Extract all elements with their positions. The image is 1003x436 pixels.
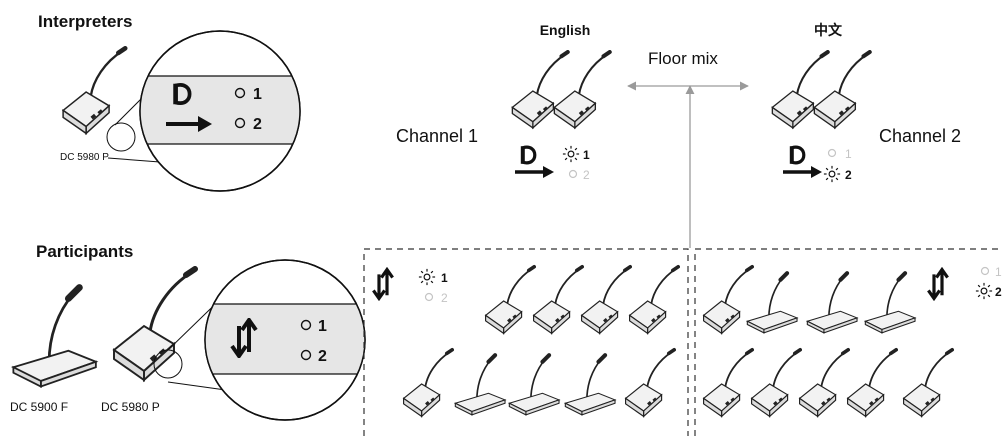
channel-1-label: Channel 1 (396, 126, 478, 146)
led-unlit-icon (568, 169, 578, 179)
booth-left-active-channel: 1 (583, 148, 590, 162)
desk-unit-icon (401, 347, 454, 419)
channel-2-label: Channel 2 (879, 126, 961, 146)
participant-group-left (363, 248, 689, 436)
desk-unit-icon (701, 347, 754, 419)
led-unlit-icon (980, 266, 990, 276)
flat-unit-icon (509, 355, 559, 415)
desk-unit-icon (901, 347, 954, 419)
flat-unit-icon (747, 273, 797, 333)
participants-heading: Participants (36, 242, 133, 261)
interpreter-channel-2: 2 (253, 116, 262, 133)
led-indicator-icon (234, 87, 246, 99)
channel-swap-icon (926, 267, 950, 301)
booth-left-inactive-channel: 2 (583, 168, 590, 182)
desk-unit-icon (579, 264, 632, 336)
flat-unit-icon (455, 355, 505, 415)
language-english: English (540, 22, 591, 38)
participant-channel-2: 2 (318, 348, 327, 365)
interpreter-channel-1: 1 (253, 86, 262, 103)
interpreters-heading: Interpreters (38, 12, 132, 31)
group-left-inactive-channel: 2 (441, 291, 448, 305)
desk-unit-icon (531, 264, 584, 336)
participant-group-right (694, 248, 1003, 436)
interpreter-button-icon (789, 144, 806, 166)
participant-device-model-2: DC 5980 P (101, 400, 160, 414)
group-left-active-channel: 1 (441, 271, 448, 285)
booth-right-inactive-channel: 1 (845, 147, 852, 161)
channel-swap-icon (371, 267, 395, 301)
group-right-active-channel: 2 (995, 285, 1002, 299)
interpreter-button-icon (520, 144, 537, 166)
led-unlit-icon (827, 148, 837, 158)
desk-unit-icon (749, 347, 802, 419)
zoom-source-circle (106, 122, 136, 152)
participant-channel-1: 1 (318, 318, 327, 335)
language-chinese: 中文 (814, 22, 843, 38)
led-indicator-icon (300, 349, 312, 361)
group-right-inactive-channel: 1 (995, 265, 1002, 279)
participant-device-model-1: DC 5900 F (10, 400, 68, 414)
desk-unit-icon (701, 264, 754, 336)
zoom-source-circle (153, 349, 183, 379)
flat-unit-icon (565, 355, 615, 415)
led-indicator-icon (234, 117, 246, 129)
desk-unit-icon (845, 347, 898, 419)
flat-unit-icon (13, 288, 96, 387)
desk-unit-icon (797, 347, 850, 419)
led-lit-icon (823, 165, 841, 183)
interpreter-desk-unit-icon (63, 48, 125, 133)
booth-right-active-channel: 2 (845, 168, 852, 182)
desk-unit-icon (623, 347, 676, 419)
led-indicator-icon (300, 319, 312, 331)
booth-desk-unit-icon (814, 52, 869, 128)
booth-desk-unit-icon (554, 52, 609, 128)
led-lit-icon (562, 145, 580, 163)
interpreter-device-model: DC 5980 P (60, 152, 109, 163)
desk-unit-icon (483, 264, 536, 336)
led-lit-icon (418, 268, 436, 286)
desk-unit-icon (627, 264, 680, 336)
floor-mix-label: Floor mix (648, 49, 718, 68)
led-unlit-icon (424, 292, 434, 302)
flat-unit-icon (807, 273, 857, 333)
interpreter-zoom-circle (139, 30, 301, 192)
flat-unit-icon (865, 273, 915, 333)
participant-zoom-circle (204, 259, 366, 421)
led-lit-icon (975, 282, 993, 300)
